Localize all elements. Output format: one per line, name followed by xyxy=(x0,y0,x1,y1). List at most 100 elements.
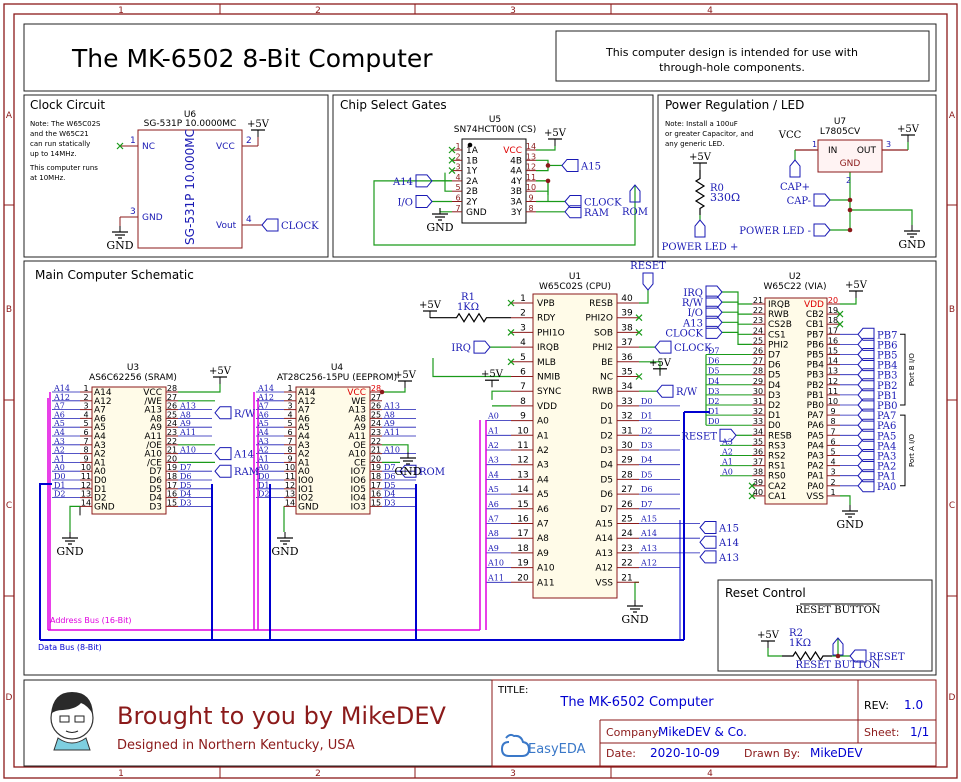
section-title: Power Regulation / LED xyxy=(665,98,804,112)
ruler-row: C xyxy=(6,501,12,511)
net-label: A2 xyxy=(53,446,65,455)
pin-num: 16 xyxy=(371,490,381,499)
net-label: A0 xyxy=(487,412,499,421)
pin-name: A8 xyxy=(150,414,162,424)
ruler-col: 4 xyxy=(707,769,713,779)
pin-num: 4 xyxy=(520,338,526,348)
clock-note: at 10MHz. xyxy=(30,174,65,182)
pin-num: 18 xyxy=(167,472,177,481)
clock-note: and the W65C21 xyxy=(30,130,89,138)
pin-name: /CE xyxy=(147,458,162,468)
net-label: D1 xyxy=(708,407,720,416)
pin-name: D4 xyxy=(768,381,781,391)
net-label: A4 xyxy=(53,428,65,437)
pin-num: 17 xyxy=(828,326,838,335)
pin-num: 4 xyxy=(830,458,835,467)
pin-name: A5 xyxy=(298,423,310,433)
pin-name: A4 xyxy=(298,432,310,442)
pin-name: RS1 xyxy=(768,462,786,472)
pin-name: A5 xyxy=(94,423,106,433)
net-label: A2 xyxy=(721,448,733,457)
pin-name: D1 xyxy=(94,485,107,495)
pin-num: 24 xyxy=(371,419,381,428)
net-label: A1 xyxy=(53,454,65,463)
pin-name: D3 xyxy=(600,446,613,456)
pin-name: A12 xyxy=(298,397,316,407)
pin-num: 37 xyxy=(621,338,632,348)
pin-name: IO4 xyxy=(351,494,367,504)
pin-num: 25 xyxy=(167,410,177,419)
pin-num: 40 xyxy=(753,488,763,497)
net-label: A8 xyxy=(487,529,499,538)
pin-num: 5 xyxy=(520,353,526,363)
pin-num: 5 xyxy=(830,448,835,457)
pwr-label: +5V xyxy=(544,128,567,139)
pin-num: 5 xyxy=(455,183,460,192)
pin-name: D2 xyxy=(600,431,613,441)
pin-num: 7 xyxy=(455,204,460,213)
net-flag xyxy=(473,340,491,354)
pin-num: 22 xyxy=(167,437,177,446)
pin-num: 7 xyxy=(83,437,88,446)
wire xyxy=(840,298,857,305)
pin-num: 21 xyxy=(753,296,763,305)
pwr-label: +5V xyxy=(689,152,712,163)
ruler-col: 2 xyxy=(315,6,321,16)
ruler-row: B xyxy=(949,305,955,315)
portb-label: PB6 xyxy=(877,340,897,351)
pin-num: 38 xyxy=(753,468,763,477)
led-plus-label: POWER LED + xyxy=(662,242,739,253)
pin-num: 35 xyxy=(621,368,632,378)
pin-name: D0 xyxy=(600,402,613,412)
pin-name: IO7 xyxy=(351,467,366,477)
pin-name: IO0 xyxy=(298,476,314,486)
pin-name: D6 xyxy=(600,490,613,500)
pin-name: A12 xyxy=(595,564,613,574)
pin1-marker xyxy=(467,142,473,148)
section-title: Chip Select Gates xyxy=(340,98,447,112)
wire xyxy=(639,290,649,304)
pin-num: 33 xyxy=(753,417,763,426)
pin-name: A14 xyxy=(595,534,613,544)
pin-name: A6 xyxy=(537,505,549,515)
pin-name: RWB xyxy=(592,387,613,397)
designed-in: Designed in Northern Kentucky, USA xyxy=(117,738,355,753)
pin-name: PB1 xyxy=(807,391,824,401)
pin-name: VSS xyxy=(595,578,613,588)
pin-name: A7 xyxy=(298,406,310,416)
net-label: D2 xyxy=(54,490,66,499)
pin-num: 26 xyxy=(371,402,381,411)
power-note: any generic LED. xyxy=(665,140,724,148)
pin-num: 38 xyxy=(621,323,633,333)
net-label: A12 xyxy=(640,559,657,568)
data-bus xyxy=(39,483,52,640)
junction-dot xyxy=(379,389,385,395)
pin-num: 3 xyxy=(520,323,526,333)
pin-name: IO3 xyxy=(351,502,366,512)
pin-num: 19 xyxy=(517,559,529,569)
pin-num: 15 xyxy=(167,498,177,507)
pin-num: 22 xyxy=(371,437,381,446)
portb-label: PB7 xyxy=(877,330,897,341)
gnd-label: GND xyxy=(426,221,453,234)
net-label: A5 xyxy=(487,485,499,494)
wire xyxy=(439,208,452,213)
pin-name: A11 xyxy=(537,578,555,588)
pin-name: OUT xyxy=(857,146,877,156)
pin-name: 2B xyxy=(466,187,478,197)
net-label: D7 xyxy=(641,500,653,509)
pin-num: 8 xyxy=(528,204,533,213)
glasses-icon xyxy=(74,715,85,723)
pin-num: 29 xyxy=(753,377,763,386)
pin-num: 23 xyxy=(753,316,763,325)
addr-flag: A14 xyxy=(718,538,739,549)
gnd-label: GND xyxy=(621,613,648,626)
no-connect-mark xyxy=(836,310,844,318)
power-section xyxy=(657,94,937,258)
no-connect-mark xyxy=(635,328,643,336)
pin-name: D4 xyxy=(600,461,613,471)
via-body xyxy=(764,297,828,505)
pin-num: 18 xyxy=(517,544,529,554)
gnd-label: GND xyxy=(271,545,298,558)
pin-name: PA1 xyxy=(807,472,824,482)
